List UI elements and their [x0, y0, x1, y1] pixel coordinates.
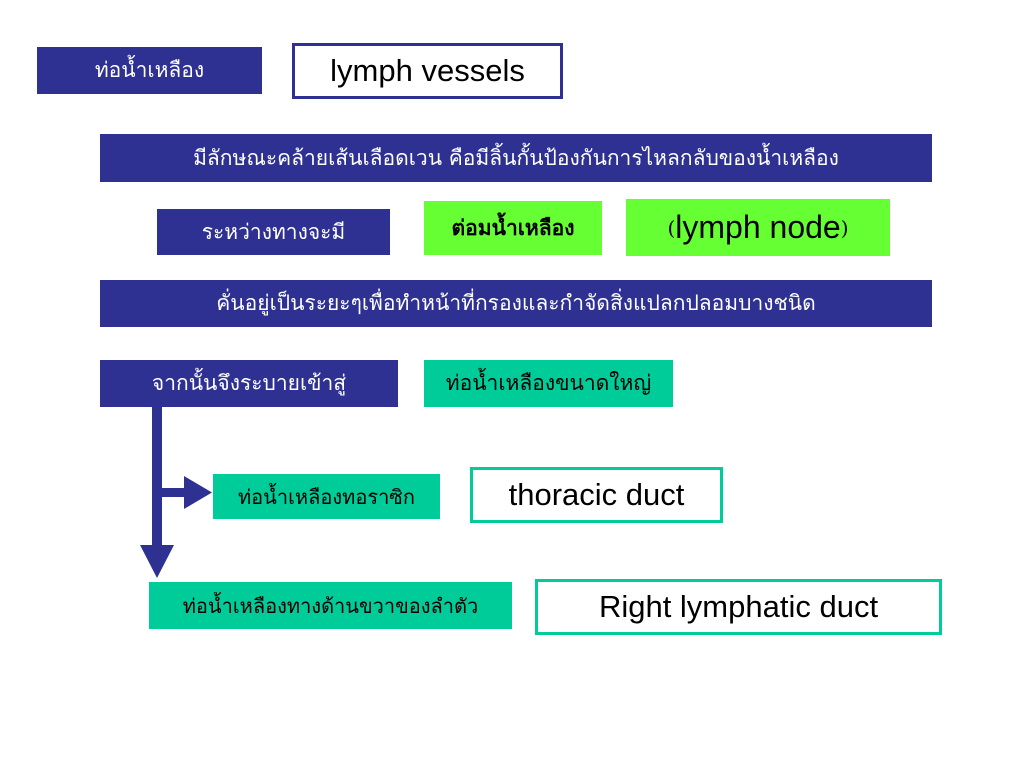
lymph-node-thai-label: ต่อมน้ำเหลือง	[424, 201, 602, 255]
right-duct-thai-text: ท่อน้ำเหลืองทางด้านขวาของลำตัว	[182, 593, 479, 618]
arrow-branch-shaft	[162, 488, 186, 497]
description-filter: คั่นอยู่เป็นระยะๆเพื่อทำหน้าที่กรองและกำ…	[100, 280, 932, 327]
description-valves-text: มีลักษณะคล้ายเส้นเลือดเวน คือมีลิ้นกั้นป…	[193, 145, 839, 170]
arrow-trunk	[152, 407, 162, 547]
between-label: ระหว่างทางจะมี	[157, 209, 390, 255]
lymph-vessel-english-label: lymph vessels	[292, 43, 563, 99]
lymph-node-english-label: ( lymph node )	[626, 199, 890, 256]
lymph-node-close-paren: )	[840, 215, 849, 240]
lymph-node-english-text: lymph node	[675, 209, 841, 245]
then-drain-text: จากนั้นจึงระบายเข้าสู่	[151, 371, 347, 395]
arrow-branch-head	[184, 476, 212, 509]
right-duct-thai-label: ท่อน้ำเหลืองทางด้านขวาของลำตัว	[149, 582, 512, 629]
right-lymphatic-duct-english-text: Right lymphatic duct	[598, 589, 879, 624]
lymph-node-thai-text: ต่อมน้ำเหลือง	[451, 214, 575, 240]
thoracic-duct-english-text: thoracic duct	[508, 477, 685, 512]
thoracic-duct-thai-text: ท่อน้ำเหลืองทอราซิก	[237, 484, 415, 509]
description-valves: มีลักษณะคล้ายเส้นเลือดเวน คือมีลิ้นกั้นป…	[100, 134, 932, 182]
lymph-vessel-english-text: lymph vessels	[330, 53, 525, 88]
large-vessel-label: ท่อน้ำเหลืองขนาดใหญ่	[424, 360, 673, 407]
thoracic-duct-thai-label: ท่อน้ำเหลืองทอราซิก	[213, 474, 440, 519]
between-label-text: ระหว่างทางจะมี	[201, 219, 346, 244]
description-filter-text: คั่นอยู่เป็นระยะๆเพื่อทำหน้าที่กรองและกำ…	[216, 291, 816, 315]
large-vessel-text: ท่อน้ำเหลืองขนาดใหญ่	[445, 371, 652, 395]
arrow-down-head	[140, 545, 174, 578]
lymph-node-open-paren: (	[667, 215, 676, 240]
then-drain-label: จากนั้นจึงระบายเข้าสู่	[100, 360, 398, 407]
thoracic-duct-english-label: thoracic duct	[470, 467, 723, 523]
lymph-vessel-thai-label: ท่อน้ำเหลือง	[37, 47, 262, 94]
lymph-vessel-thai-text: ท่อน้ำเหลือง	[94, 58, 205, 82]
right-lymphatic-duct-english-label: Right lymphatic duct	[535, 579, 942, 635]
